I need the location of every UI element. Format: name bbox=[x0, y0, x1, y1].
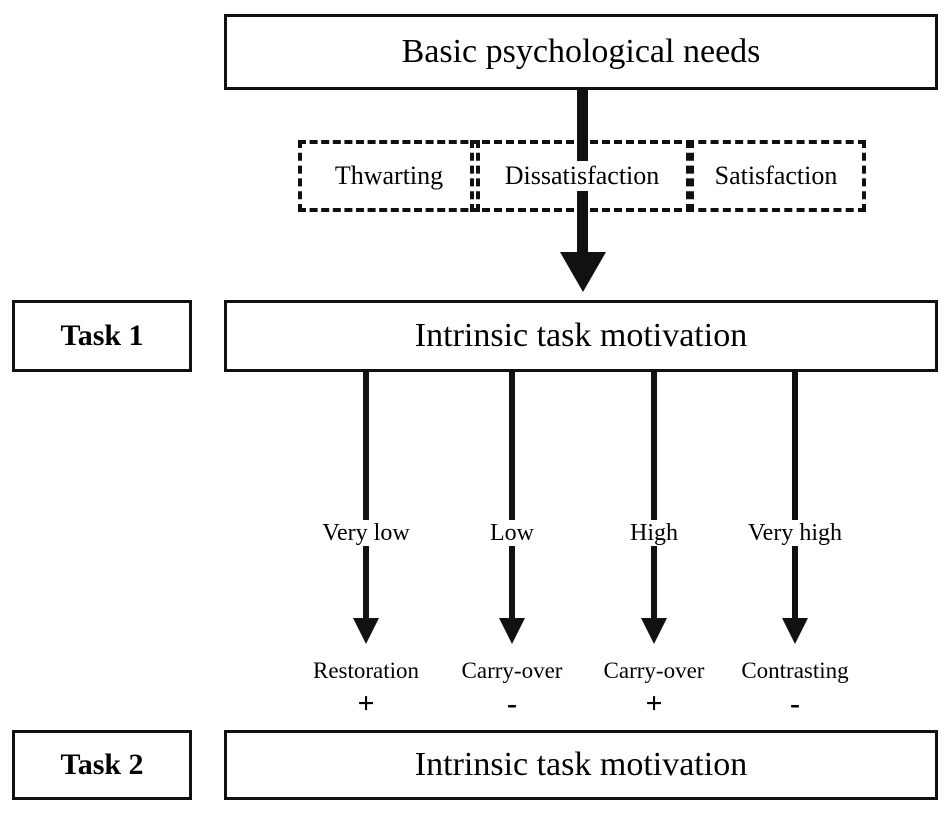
branch-1-outcome-label: Restoration bbox=[312, 658, 420, 683]
branch-1-arrowhead bbox=[353, 618, 379, 644]
branch-4-level-label: Very high bbox=[746, 520, 844, 546]
branch-4-sign-label: - bbox=[790, 687, 800, 720]
task2-tag-box: Task 2 bbox=[12, 730, 192, 800]
branch-2-outcome-label: Carry-over bbox=[461, 658, 563, 683]
branch-2-connector-line bbox=[509, 372, 515, 620]
task2-tag-label: Task 2 bbox=[60, 748, 144, 781]
branch-3-arrowhead bbox=[641, 618, 667, 644]
branch-3-level-label: High bbox=[628, 520, 680, 546]
needs-state-dissatisfaction-box: Dissatisfaction bbox=[470, 140, 694, 212]
task1-motivation-label: Intrinsic task motivation bbox=[414, 317, 748, 354]
branch-1-sign-label: + bbox=[357, 687, 375, 720]
branch-3-connector-line bbox=[651, 372, 657, 620]
branch-1-connector-line bbox=[363, 372, 369, 620]
branch-2-arrowhead bbox=[499, 618, 525, 644]
branch-2-sign-label: - bbox=[507, 687, 517, 720]
needs-to-task1-arrowhead bbox=[560, 252, 606, 292]
branch-4-arrowhead bbox=[782, 618, 808, 644]
task1-tag-box: Task 1 bbox=[12, 300, 192, 372]
task1-tag-label: Task 1 bbox=[60, 319, 144, 352]
needs-state-dissatisfaction-label: Dissatisfaction bbox=[501, 161, 663, 191]
task2-motivation-label: Intrinsic task motivation bbox=[414, 746, 748, 783]
branch-2-level-label: Low bbox=[488, 520, 536, 546]
needs-state-satisfaction-box: Satisfaction bbox=[686, 140, 866, 212]
needs-state-satisfaction-label: Satisfaction bbox=[711, 161, 841, 191]
needs-state-thwarting-label: Thwarting bbox=[331, 161, 447, 191]
branch-4-outcome-label: Contrasting bbox=[741, 658, 849, 683]
basic-psychological-needs-label: Basic psychological needs bbox=[401, 33, 761, 70]
needs-state-thwarting-box: Thwarting bbox=[298, 140, 480, 212]
branch-4-connector-line bbox=[792, 372, 798, 620]
branch-3-outcome-label: Carry-over bbox=[603, 658, 705, 683]
task2-motivation-box: Intrinsic task motivation bbox=[224, 730, 938, 800]
basic-psychological-needs-box: Basic psychological needs bbox=[224, 14, 938, 90]
task1-motivation-box: Intrinsic task motivation bbox=[224, 300, 938, 372]
branch-1-level-label: Very low bbox=[320, 520, 412, 546]
branch-3-sign-label: + bbox=[645, 687, 663, 720]
